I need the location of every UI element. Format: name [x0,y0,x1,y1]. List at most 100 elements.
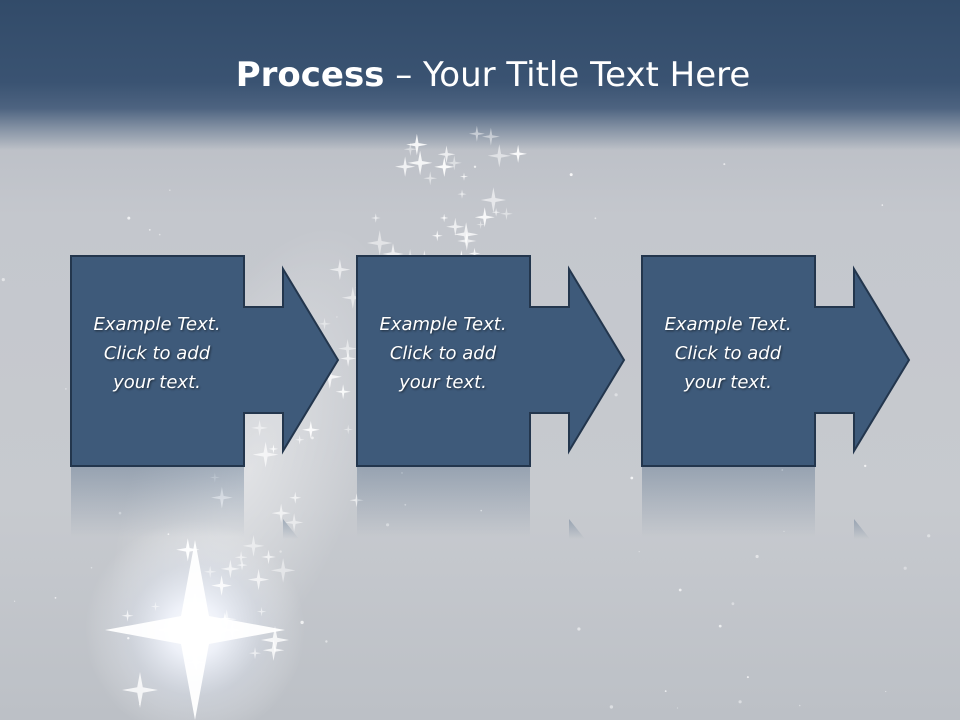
sparkle-star [121,609,134,622]
sparkle-dust [569,173,573,177]
sparkle-dust [90,566,93,569]
sparkle-star [407,150,433,176]
sparkle-star [500,207,513,221]
sparkle-dust [718,624,722,628]
sparkle-star [335,384,351,400]
sparkle-dust [881,204,884,206]
sparkle-star [454,222,479,247]
sparkle-star [457,189,467,199]
sparkle-star [270,558,296,583]
sparkle-dust [1,278,5,282]
process-step-1[interactable]: Example Text. Click to add your text. [70,255,340,467]
sparkle-star [256,606,267,617]
sparkle-dust [14,600,16,602]
sparkle-dust [614,393,618,397]
sparkle-dust [798,704,801,707]
sparkle-star [242,535,265,557]
sparkle-star [271,503,291,523]
process-step-3[interactable]: Example Text. Click to add your text. [641,255,911,467]
sparkle-star [437,145,456,164]
sparkle-star [371,213,381,223]
sparkle-star [382,243,404,265]
sparkle-dust [630,476,634,480]
sparkle-dust [300,620,304,625]
sparkle-dust [903,566,907,570]
sparkle-star [446,155,462,171]
sparkle-dust [738,700,742,704]
step-text[interactable]: Example Text. Click to add your text. [93,314,221,393]
sparkle-dust [731,602,735,606]
sparkle-star [366,230,393,256]
sparkle-dust [885,690,887,693]
sparkle-star [406,133,428,156]
sparkle-star [150,601,161,612]
sparkle-star [204,565,217,578]
sparkle-star [476,220,485,229]
sparkle-star [403,142,418,156]
slide-title[interactable]: Process – Your Title Text Here [0,52,960,98]
sparkle-star [491,208,501,217]
sparkle-star [262,639,285,661]
sparkle-star [289,491,302,504]
sparkle-dust [169,189,171,191]
sparkle-dust [577,627,581,631]
sparkle-dust [311,436,314,440]
sparkle-star [349,493,364,508]
title-bar [0,0,960,150]
sparkle-dust [158,233,161,236]
step-text[interactable]: Example Text. Click to add your text. [664,314,792,393]
step-arrow-shape [356,255,626,467]
process-step-2[interactable]: Example Text. Click to add your text. [356,255,626,467]
sparkle-dust [54,597,57,599]
sparkle-dust [864,464,867,468]
sparkle-star [317,364,342,389]
sparkle-star [211,575,232,596]
step-1-reflection [71,467,299,539]
sparkle-star [218,612,231,625]
step-arrow-shape [70,255,340,467]
sparkle-star [480,187,507,213]
sparkle-star [247,568,270,591]
sparkle-dust [664,690,667,692]
sparkle-star [155,590,235,670]
sparkle-dust [755,554,759,559]
sparkle-star [431,230,443,242]
sparkle-star [338,339,358,359]
sparkle-dust [676,707,679,709]
sparkle-star [176,538,200,562]
sparkle-star [234,551,248,564]
sparkle-star [474,207,495,228]
sparkle-star [468,125,485,142]
sparkle-star [261,626,289,654]
step-text[interactable]: Example Text. Click to add your text. [379,314,507,393]
sparkle-dust [336,316,338,318]
sparkle-star [251,419,268,437]
sparkle-star [434,156,455,177]
sparkle-star [284,513,304,532]
sparkle-star [459,172,469,181]
sparkle-dust [139,703,141,705]
sparkle-star [340,350,357,367]
sparkle-dust [678,588,682,592]
sparkle-star [122,672,158,708]
step-2-reflection [357,467,585,539]
sparkle-dust [473,165,477,168]
sparkle-dust [127,216,131,220]
sparkle-star [329,259,351,281]
sparkle-dust [65,388,67,390]
title-rest: – Your Title Text Here [384,55,751,95]
step-3-reflection [642,467,870,539]
sparkle-star [395,156,416,177]
sparkle-dust [638,551,640,553]
sparkle-dust [279,550,282,553]
sparkle-dust [609,705,614,709]
sparkle-star [481,127,500,146]
sparkle-star [457,231,477,251]
sparkle-dust [927,534,931,538]
sparkle-star [439,213,449,223]
sparkle-dust [127,637,130,640]
sparkle-star [318,317,331,330]
sparkle-star [341,286,364,309]
sparkle-star [261,549,276,565]
